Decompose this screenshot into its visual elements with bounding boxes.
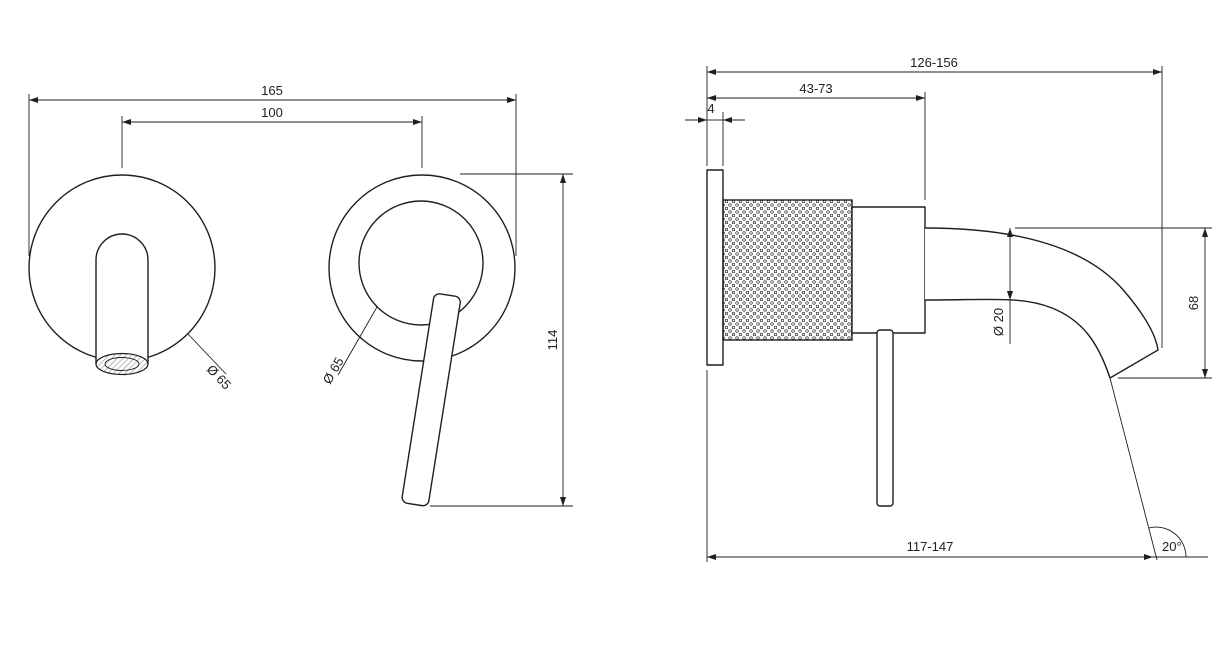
spout-diameter-label: Ø 20	[991, 308, 1006, 336]
handle-ring-circle	[358, 200, 484, 326]
angle-arc	[1148, 526, 1187, 558]
spout-front-body	[95, 233, 149, 364]
dim-height-label: 114	[545, 330, 560, 351]
angle-reference-line	[1109, 377, 1158, 561]
dim-plate-thickness: 4	[685, 101, 745, 166]
spout-side-outline	[924, 227, 1159, 379]
dim-handle-reach-label: 117-147	[907, 539, 954, 554]
spout-aerator-face	[95, 352, 149, 376]
dim-spout-escutcheon-diameter: Ø 65	[187, 333, 234, 393]
smooth-body-section	[851, 206, 926, 334]
dim-total-width-label: 165	[261, 83, 283, 98]
dim-spout-drop-label: 68	[1186, 296, 1201, 310]
front-view: Ø 65 Ø 65 165 100 114	[28, 83, 573, 507]
spout-side-fill	[925, 228, 1158, 378]
side-view: 126-156 43-73 4 Ø 20 68	[685, 55, 1212, 562]
handle-escutcheon-circle	[328, 174, 516, 362]
dim-handle-reach: 117-147	[706, 370, 1208, 562]
dim-body-depth-label: 43-73	[799, 81, 832, 96]
dim-handle-escutcheon-diameter: Ø 65	[320, 306, 378, 387]
dim-spout-angle: 20°	[1109, 377, 1187, 561]
dim-spout-diameter: Ø 20	[991, 228, 1014, 344]
handle-rod-side	[876, 329, 894, 507]
leader-line	[187, 333, 227, 375]
dim-height: 114	[430, 173, 573, 507]
knurled-body	[722, 199, 853, 341]
handle-escutcheon-diameter-label: Ø 65	[320, 355, 347, 387]
dim-center-distance: 100	[121, 105, 423, 168]
dim-spout-drop: 68	[1015, 227, 1212, 379]
dim-body-depth: 43-73	[707, 81, 926, 200]
handle-lever-front	[401, 293, 461, 507]
dim-total-reach: 126-156	[706, 55, 1163, 348]
spout-escutcheon-diameter-label: Ø 65	[204, 362, 234, 393]
dim-total-reach-label: 126-156	[910, 55, 958, 70]
dim-plate-thickness-label: 4	[707, 101, 714, 116]
leader-line	[337, 306, 378, 376]
dim-total-width: 165	[28, 83, 517, 256]
dim-center-distance-label: 100	[261, 105, 283, 120]
wall-plate	[706, 169, 724, 366]
spout-aerator-inner-ring	[104, 357, 140, 371]
dim-spout-angle-label: 20°	[1162, 539, 1182, 554]
